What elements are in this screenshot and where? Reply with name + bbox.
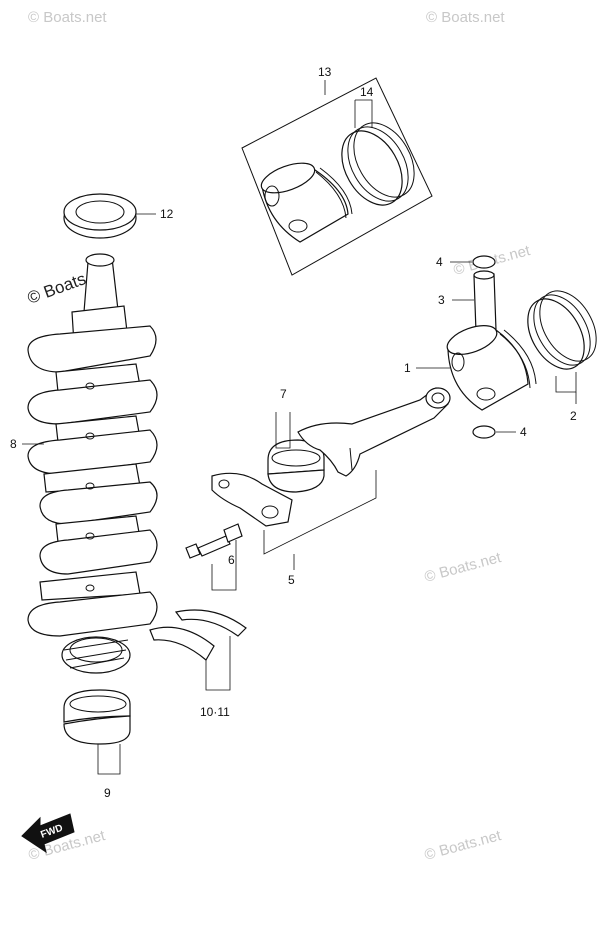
callout-14: 14 xyxy=(360,85,374,99)
conrod-bearing xyxy=(267,439,325,493)
piston-pin xyxy=(473,270,497,333)
piston xyxy=(446,325,537,411)
piston-rings xyxy=(527,290,597,370)
piston-pin-circlip-lower xyxy=(472,425,496,439)
callout-10-11: 10·11 xyxy=(200,705,230,719)
connecting-rod xyxy=(211,387,451,527)
callout-1: 1 xyxy=(404,361,411,375)
callout-8: 8 xyxy=(10,437,17,451)
main-bearing xyxy=(63,689,131,745)
thrust-washer-upper xyxy=(174,609,247,637)
watermark: © Boats.net xyxy=(28,9,107,26)
callout-4-upper: 4 xyxy=(436,255,443,269)
callout-9: 9 xyxy=(104,786,111,800)
piston-set-piston xyxy=(260,162,353,243)
callout-7: 7 xyxy=(280,387,287,401)
callout-3: 3 xyxy=(438,293,445,307)
callout-4-lower: 4 xyxy=(520,425,527,439)
piston-rings-upper xyxy=(341,122,415,206)
callout-12: 12 xyxy=(160,207,174,221)
thrust-washer-lower xyxy=(149,626,215,661)
watermark: © Boats.net xyxy=(423,549,504,586)
callout-13: 13 xyxy=(318,65,332,79)
piston-pin-circlip-upper xyxy=(472,255,496,269)
piston-set-box xyxy=(241,77,433,276)
watermark: © Boats.net xyxy=(423,827,504,864)
fwd-arrow-icon: FWD xyxy=(21,813,75,854)
watermark: © Boats.net xyxy=(426,9,505,26)
callout-6: 6 xyxy=(228,553,235,567)
callout-5: 5 xyxy=(288,573,295,587)
crankshaft xyxy=(27,253,158,674)
oil-seal xyxy=(63,193,137,239)
callout-2: 2 xyxy=(570,409,577,423)
conrod-bolt xyxy=(185,523,243,559)
